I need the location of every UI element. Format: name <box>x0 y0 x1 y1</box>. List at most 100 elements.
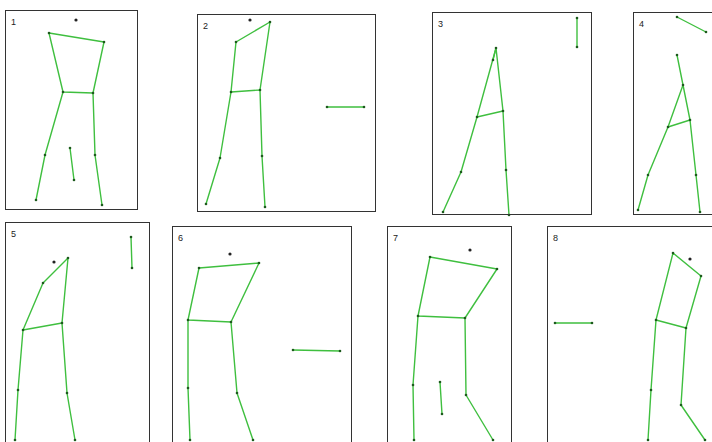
joint-dot <box>198 267 201 270</box>
joint-dot <box>264 206 267 209</box>
pose-5 <box>14 236 134 442</box>
joint-dot <box>131 267 134 270</box>
joint-dot <box>676 54 679 57</box>
joint-dot <box>230 321 233 324</box>
joint-dot <box>74 439 77 442</box>
joint-dot <box>705 31 708 34</box>
joint-dot <box>22 329 25 332</box>
pose-panel: 2 <box>197 14 376 212</box>
joint-dot <box>339 350 342 353</box>
joint-dot <box>439 381 442 384</box>
pose-8 <box>554 252 707 442</box>
panel-number: 1 <box>11 18 16 27</box>
pose-7 <box>412 248 499 441</box>
joint-dot <box>92 92 95 95</box>
joint-dot <box>464 317 467 320</box>
pose-panel: 3 <box>432 12 592 215</box>
joint-dot <box>230 91 233 94</box>
joint-dot <box>94 154 97 157</box>
joint-dot <box>460 171 463 174</box>
joint-dot <box>655 319 658 322</box>
panel-number: 7 <box>393 234 398 243</box>
joint-dot <box>647 439 650 442</box>
joint-dot <box>647 174 650 177</box>
joint-dot <box>442 211 445 214</box>
pose-6 <box>187 252 342 441</box>
pose-panel: 5 <box>5 222 150 442</box>
joint-dot <box>502 110 505 113</box>
pose-4 <box>637 16 708 214</box>
joint-dot <box>187 387 190 390</box>
joint-dot <box>189 439 192 442</box>
joint-dot <box>576 17 579 20</box>
joint-dot <box>17 389 20 392</box>
joint-dot <box>61 322 64 325</box>
joint-dot <box>252 439 255 442</box>
pose-panel: 4 <box>633 12 712 215</box>
pose-panel: 8 <box>547 226 712 442</box>
joint-dot <box>14 439 17 442</box>
joint-dot <box>326 106 329 109</box>
joint-dot <box>101 204 104 207</box>
pose-2 <box>205 18 366 208</box>
joint-dot <box>269 21 272 24</box>
joint-dot <box>680 404 683 407</box>
joint-dot <box>259 89 262 92</box>
joint-dot <box>261 155 264 158</box>
joint-dot <box>35 199 38 202</box>
joint-dot <box>73 179 76 182</box>
pose-panel: 7 <box>387 226 512 442</box>
panel-number: 5 <box>11 230 16 239</box>
joint-dot <box>62 91 65 94</box>
pose-panel: 1 <box>5 10 138 210</box>
joint-dot <box>676 16 679 19</box>
joint-dot <box>492 59 495 62</box>
joint-dot <box>236 392 239 395</box>
panel-number: 2 <box>203 22 208 31</box>
joint-dot <box>695 174 698 177</box>
joint-dot <box>44 154 47 157</box>
joint-dot <box>476 116 479 119</box>
pose-3 <box>442 17 579 217</box>
pose-1 <box>35 18 106 206</box>
joint-dot <box>67 257 70 260</box>
joint-dot <box>554 322 557 325</box>
joint-dot <box>492 439 495 442</box>
joint-dot <box>465 394 468 397</box>
joint-dot <box>258 262 261 265</box>
panel-number: 6 <box>178 234 183 243</box>
joint-dot <box>429 256 432 259</box>
joint-dot <box>66 392 69 395</box>
joint-dot <box>685 327 688 330</box>
joint-dot <box>412 384 415 387</box>
joint-dot <box>704 439 707 442</box>
joint-dot <box>650 389 653 392</box>
joint-dot <box>69 147 72 150</box>
joint-dot <box>682 84 685 87</box>
joint-dot <box>699 211 702 214</box>
joint-dot <box>187 319 190 322</box>
joint-dot <box>496 268 499 271</box>
joint-dot <box>363 106 366 109</box>
joint-dot <box>637 209 640 212</box>
joint-dot <box>235 41 238 44</box>
joint-dot <box>441 413 444 416</box>
joint-dot <box>505 169 508 172</box>
joint-dot <box>130 236 133 239</box>
joint-dot <box>700 275 703 278</box>
joint-dot <box>42 282 45 285</box>
joint-dot <box>591 322 594 325</box>
joint-dot <box>689 119 692 122</box>
joint-dot <box>292 349 295 352</box>
joint-dot <box>495 47 498 50</box>
joint-dot <box>413 439 416 442</box>
pose-panel: 6 <box>172 226 352 442</box>
joint-dot <box>205 203 208 206</box>
joint-dot <box>576 46 579 49</box>
joint-dot <box>219 157 222 160</box>
panel-number: 8 <box>553 234 558 243</box>
joint-dot <box>672 252 675 255</box>
joint-dot <box>103 41 106 44</box>
panel-number: 3 <box>438 20 443 29</box>
